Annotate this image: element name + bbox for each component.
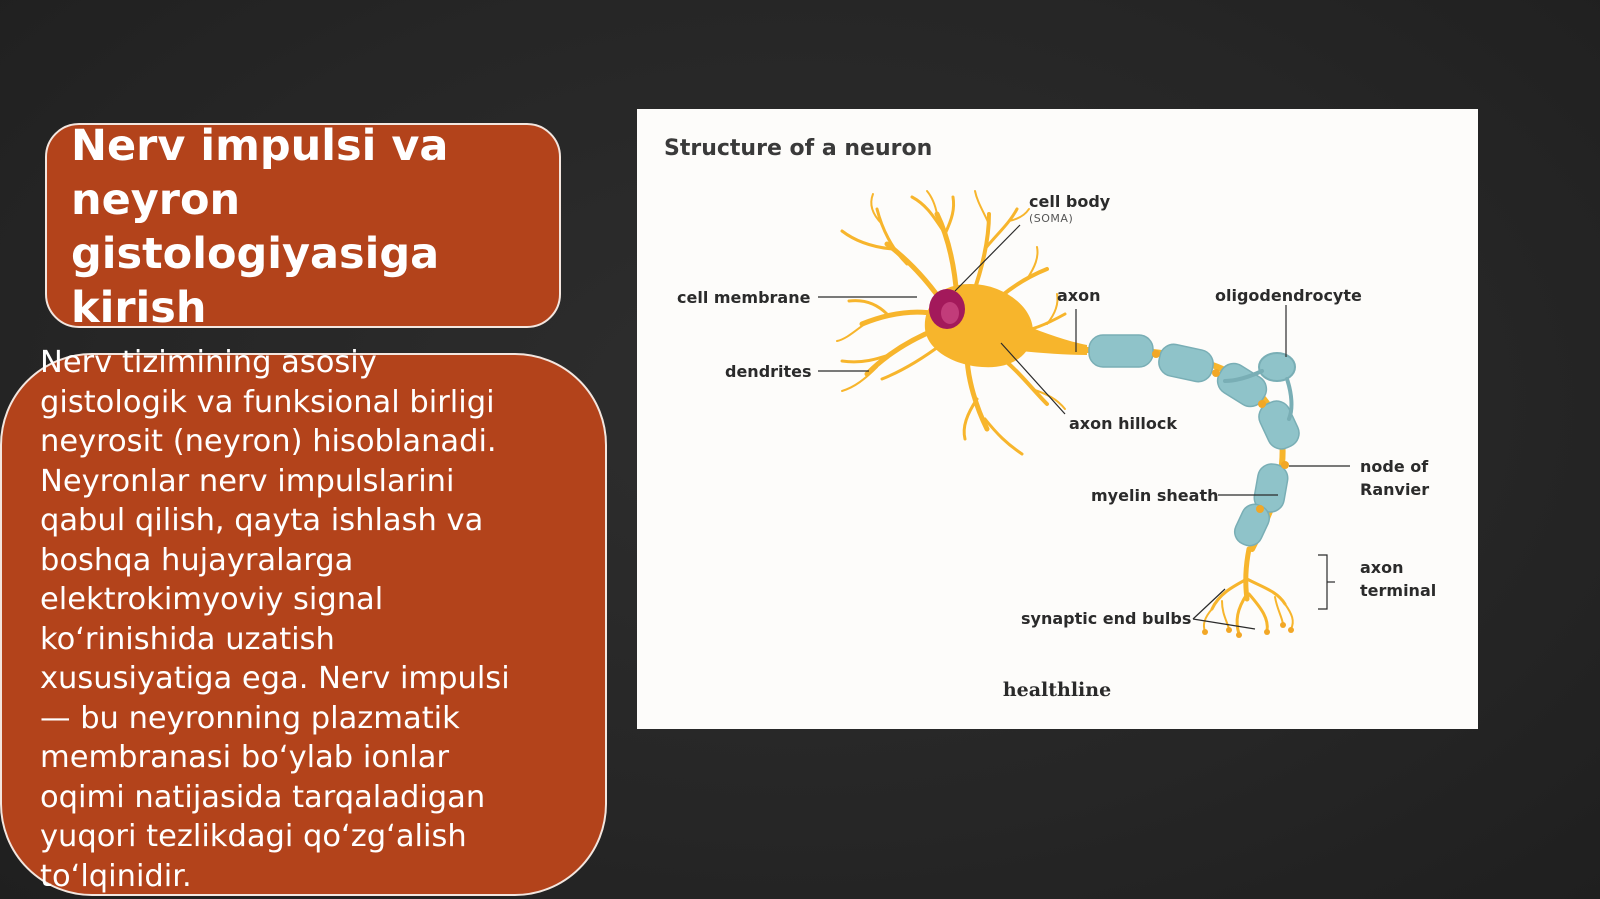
figure-title: Structure of a neuron — [664, 136, 932, 161]
axon-terminal-drawing — [1202, 546, 1294, 636]
myelin-sheath-drawing — [1088, 334, 1300, 547]
title-box: Nerv impulsi va neyron gistologiyasiga k… — [45, 123, 561, 328]
leader-lines — [818, 224, 1350, 630]
label-cell-membrane: cell membrane — [677, 288, 811, 307]
label-soma: (SOMA) — [1029, 212, 1073, 225]
neuron-figure: Structure of a neuron — [637, 109, 1478, 729]
label-oligodendrocyte: oligodendrocyte — [1215, 286, 1362, 305]
label-myelin-sheath: myelin sheath — [1091, 486, 1218, 505]
label-cell-body: cell body — [1029, 192, 1111, 211]
label-dendrites: dendrites — [725, 362, 812, 381]
neuron-diagram: Structure of a neuron — [664, 136, 1436, 701]
label-synaptic-end-bulbs: synaptic end bulbs — [1021, 609, 1191, 628]
dendrites-drawing — [836, 190, 1067, 456]
nucleolus-shape — [941, 302, 959, 324]
oligodendrocyte-drawing — [1223, 352, 1296, 421]
axon-hillock-shape — [1020, 324, 1087, 355]
label-ranvier: Ranvier — [1360, 480, 1429, 499]
body-box: Nerv tizimining asosiy gistologik va fun… — [0, 345, 607, 896]
label-node-of: node of — [1360, 457, 1429, 476]
slide-title: Nerv impulsi va neyron gistologiyasiga k… — [71, 123, 449, 328]
body-text: Nerv tizimining asosiy gistologik va fun… — [40, 345, 510, 894]
label-axon-hillock: axon hillock — [1069, 414, 1177, 433]
label-axon: axon — [1057, 286, 1101, 305]
healthline-logo: healthline — [1003, 679, 1111, 701]
label-axon-terminal-line1: axon — [1360, 558, 1404, 577]
label-axon-terminal-line2: terminal — [1360, 581, 1436, 600]
synaptic-bulbs — [1202, 622, 1294, 638]
nodes-of-ranvier — [1152, 350, 1289, 513]
